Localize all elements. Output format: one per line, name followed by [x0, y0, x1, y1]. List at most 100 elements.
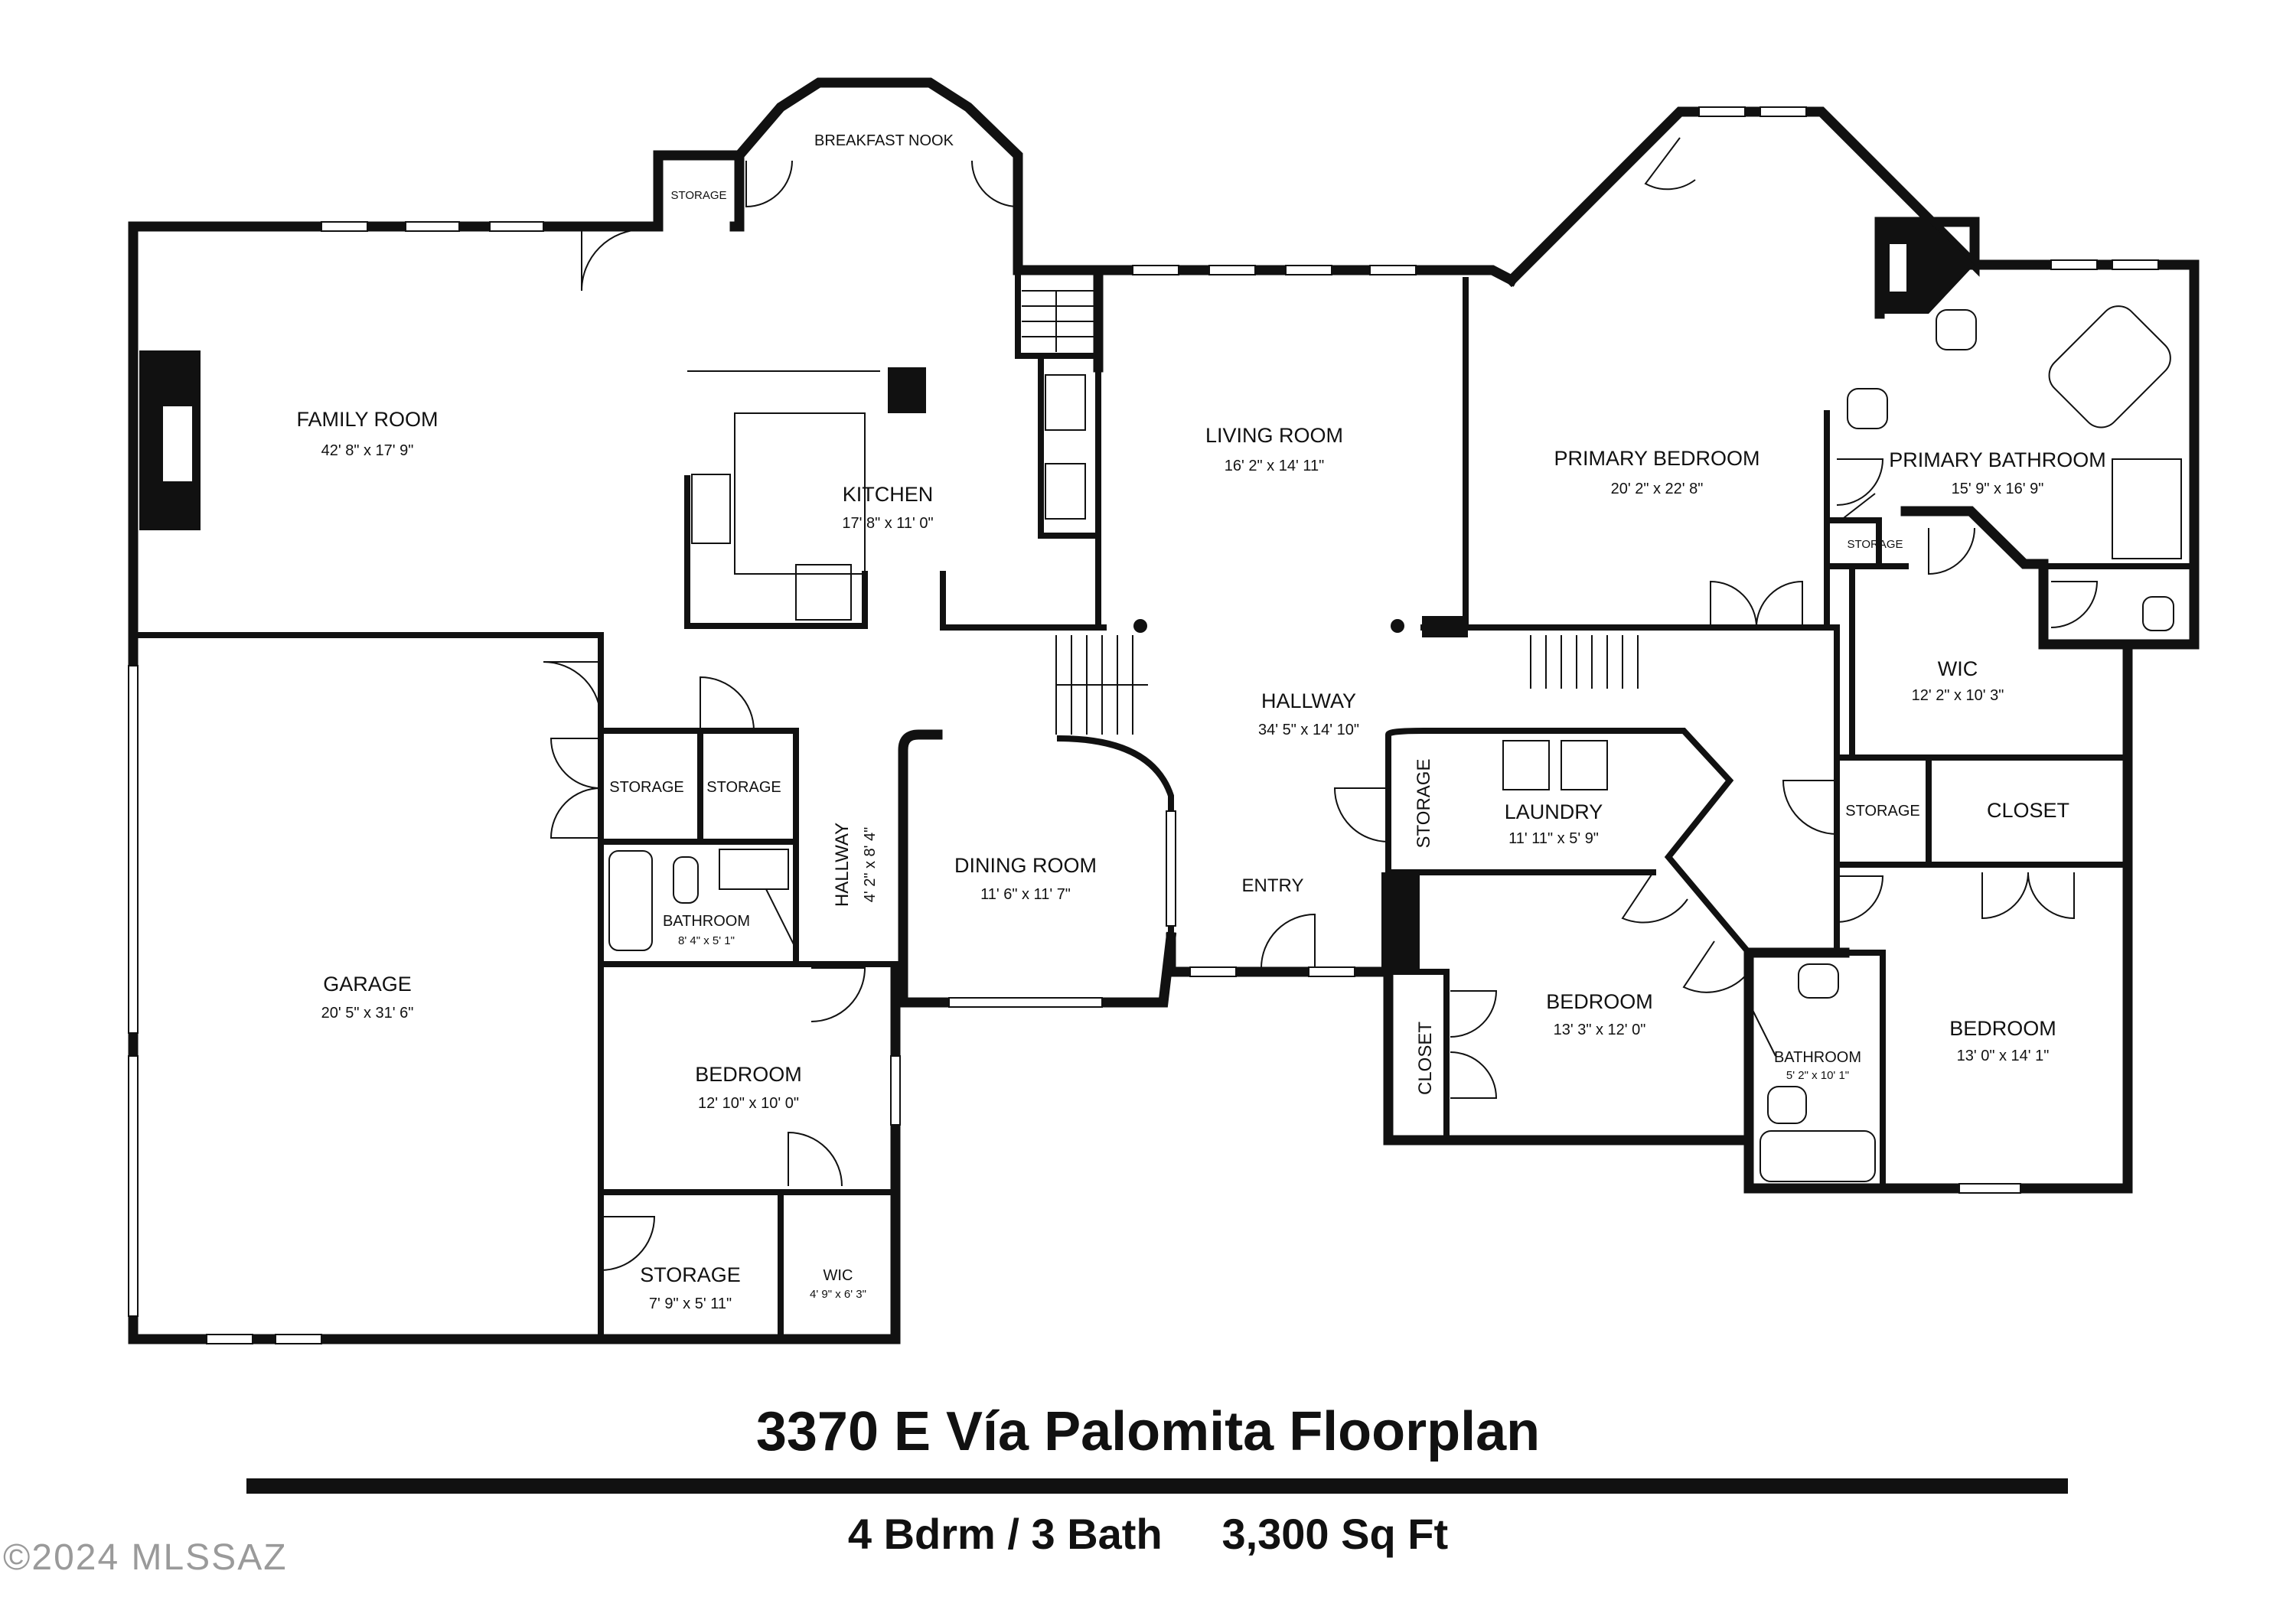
bathtub-primary	[2048, 305, 2171, 429]
window	[1698, 106, 1746, 117]
door-entry	[1261, 913, 1316, 969]
kitchen-pillar	[888, 367, 926, 413]
wall-family-room	[128, 221, 901, 1344]
dryer	[1561, 740, 1608, 790]
wall-breakfast-nook	[653, 77, 1104, 275]
label-closet-mid: CLOSET	[1415, 1022, 1436, 1095]
label-entry: ENTRY	[1242, 875, 1304, 896]
door	[971, 160, 1019, 208]
door	[600, 1216, 656, 1271]
label-bedroom-mid-dim: 13' 3" x 12' 0"	[1554, 1022, 1646, 1038]
copyright-watermark: ©2024 MLSSAZ	[3, 1537, 288, 1578]
label-bedroom-mid: BEDROOM	[1546, 990, 1653, 1013]
window	[1760, 106, 1807, 117]
toilet	[673, 856, 699, 904]
stairs	[1022, 290, 1639, 735]
label-bedroom-left-dim: 12' 10" x 10' 0"	[698, 1095, 799, 1112]
window	[1132, 265, 1179, 275]
label-wic-bottom: WIC	[823, 1267, 853, 1284]
window	[2050, 259, 2098, 270]
fireplaces	[139, 222, 1975, 972]
label-dining-room-dim: 11' 6" x 11' 7"	[980, 886, 1071, 903]
window	[275, 1334, 322, 1344]
kitchen-counter	[687, 370, 880, 575]
window-garage	[128, 665, 139, 1034]
window	[206, 1334, 253, 1344]
door-swing	[765, 887, 797, 950]
wall-garage-top	[130, 632, 604, 730]
window	[2112, 259, 2159, 270]
page-subtitle: 4 Bdrm / 3 Bath 3,300 Sq Ft	[847, 1510, 1449, 1558]
wall-dining-room	[898, 729, 1177, 1008]
label-laundry-dim: 11' 11" x 5' 9"	[1508, 830, 1599, 847]
door	[788, 1131, 843, 1187]
door-swing	[1840, 493, 1876, 521]
wall-kitchen-stair	[1015, 267, 1101, 631]
shower-primary	[2112, 458, 2182, 559]
label-storage-right: STORAGE	[1845, 803, 1919, 820]
label-closet-right: CLOSET	[1987, 799, 2069, 822]
wall-stub	[1422, 616, 1468, 637]
double-door	[550, 738, 602, 839]
label-wic-bottom-dim: 4' 9" x 6' 3"	[810, 1288, 866, 1301]
vanity	[719, 849, 789, 890]
page-title: 3370 E Vía Palomita Floorplan	[755, 1401, 1541, 1462]
sink-primary-2	[1847, 388, 1888, 429]
stairs-right	[1530, 635, 1639, 689]
door	[1621, 872, 1688, 924]
window	[1285, 265, 1332, 275]
label-living-room: LIVING ROOM	[1205, 424, 1343, 447]
label-primary-bedroom-dim: 20' 2" x 22' 8"	[1611, 481, 1704, 497]
label-breakfast-nook: BREAKFAST NOOK	[814, 132, 954, 149]
wall-living-room-top	[1013, 265, 1518, 373]
title-rule	[246, 1478, 2068, 1494]
label-primary-bedroom: PRIMARY BEDROOM	[1554, 447, 1760, 470]
label-kitchen-dim: 17' 8" x 11' 0"	[842, 515, 933, 532]
label-storage-b: STORAGE	[706, 779, 781, 796]
kitchen-sink	[691, 474, 731, 544]
label-bedroom-right: BEDROOM	[1949, 1017, 2056, 1040]
double-door	[1981, 872, 2075, 920]
window	[1208, 265, 1256, 275]
kitchen-island	[795, 564, 852, 621]
fireplace-opening	[161, 405, 194, 483]
window	[489, 221, 544, 232]
stove	[1045, 463, 1086, 520]
door	[581, 229, 644, 292]
window	[1166, 810, 1176, 927]
label-laundry: LAUNDRY	[1505, 800, 1603, 823]
window	[1958, 1183, 2021, 1194]
door	[1782, 780, 1838, 835]
door	[1333, 787, 1389, 842]
wall-bedroom-mid-bottom	[1383, 882, 1754, 1146]
window	[321, 221, 368, 232]
label-wic-primary-dim: 12' 2" x 10' 3"	[1912, 687, 2004, 704]
window	[1369, 265, 1417, 275]
label-bathroom-left: BATHROOM	[663, 913, 750, 930]
toilet-right	[1798, 963, 1839, 999]
label-family-room: FAMILY ROOM	[296, 408, 438, 431]
door	[745, 160, 793, 208]
label-hallway-small: HALLWAY	[832, 823, 853, 907]
wall-primary-bath-right	[2040, 563, 2197, 647]
door	[1836, 458, 1884, 506]
label-storage-bottom: STORAGE	[640, 1263, 741, 1286]
column-dot-2	[1391, 619, 1404, 633]
sink-primary	[1936, 309, 1977, 350]
label-storage-top: STORAGE	[670, 189, 726, 202]
room-labels: BREAKFAST NOOK STORAGE FAMILY ROOM 42' 8…	[296, 132, 2105, 1312]
double-door	[1710, 580, 1803, 628]
washer	[1502, 740, 1550, 790]
wall-primary-bath-west	[1824, 410, 1909, 631]
door	[700, 676, 755, 732]
door-swing	[1752, 1009, 1776, 1057]
window-garage	[128, 1055, 139, 1317]
window	[890, 1055, 901, 1126]
label-kitchen: KITCHEN	[843, 483, 934, 506]
label-primary-bathroom-dim: 15' 9" x 16' 9"	[1952, 481, 2044, 497]
stairs-hallway	[1055, 635, 1148, 735]
doors	[543, 137, 2099, 1271]
column-entry	[1381, 872, 1420, 972]
label-bathroom-right: BATHROOM	[1774, 1049, 1861, 1066]
window	[1189, 966, 1237, 977]
